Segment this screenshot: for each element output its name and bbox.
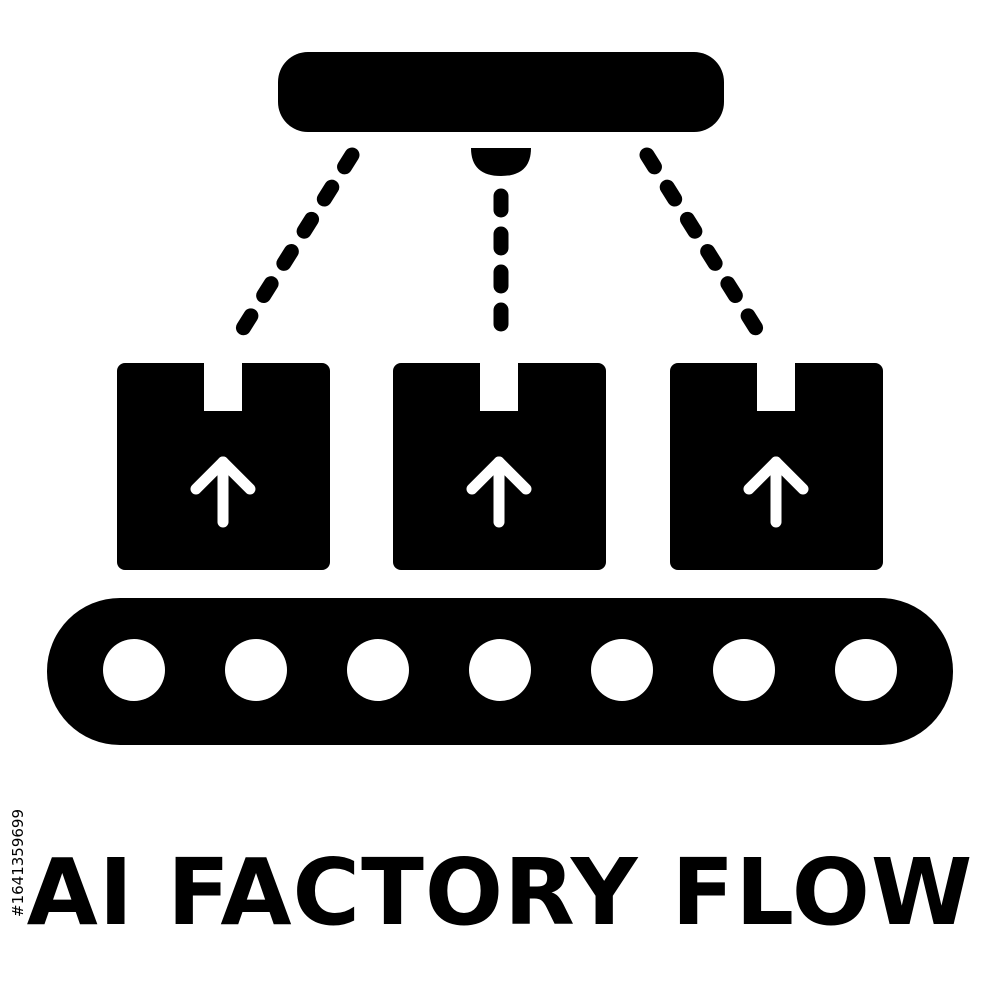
roller: [591, 639, 653, 701]
box-tape: [757, 363, 795, 411]
stock-id-label: #1641359699: [9, 809, 27, 918]
cardboard-box-icon: [670, 363, 883, 570]
arrow-up-icon: [466, 456, 532, 528]
scan-beams: [234, 147, 765, 338]
box-tape: [204, 363, 242, 411]
roller: [103, 639, 165, 701]
cardboard-box-icon: [393, 363, 606, 570]
roller: [225, 639, 287, 701]
arrow-up-icon: [190, 456, 256, 528]
caption-title: AI FACTORY FLOW: [26, 839, 974, 946]
roller: [713, 639, 775, 701]
box-tape: [480, 363, 518, 411]
scan-beam-left: [234, 147, 360, 338]
arrow-up-icon: [743, 456, 809, 528]
scanner-lens: [471, 148, 531, 176]
overhead-scanner-icon: [278, 52, 724, 176]
roller: [469, 639, 531, 701]
scanner-bar: [278, 52, 724, 132]
conveyor-rollers: [103, 639, 897, 701]
conveyor-belt-icon: [47, 598, 953, 745]
scan-beam-right: [639, 147, 765, 338]
roller: [835, 639, 897, 701]
cardboard-box-icon: [117, 363, 330, 570]
roller: [347, 639, 409, 701]
